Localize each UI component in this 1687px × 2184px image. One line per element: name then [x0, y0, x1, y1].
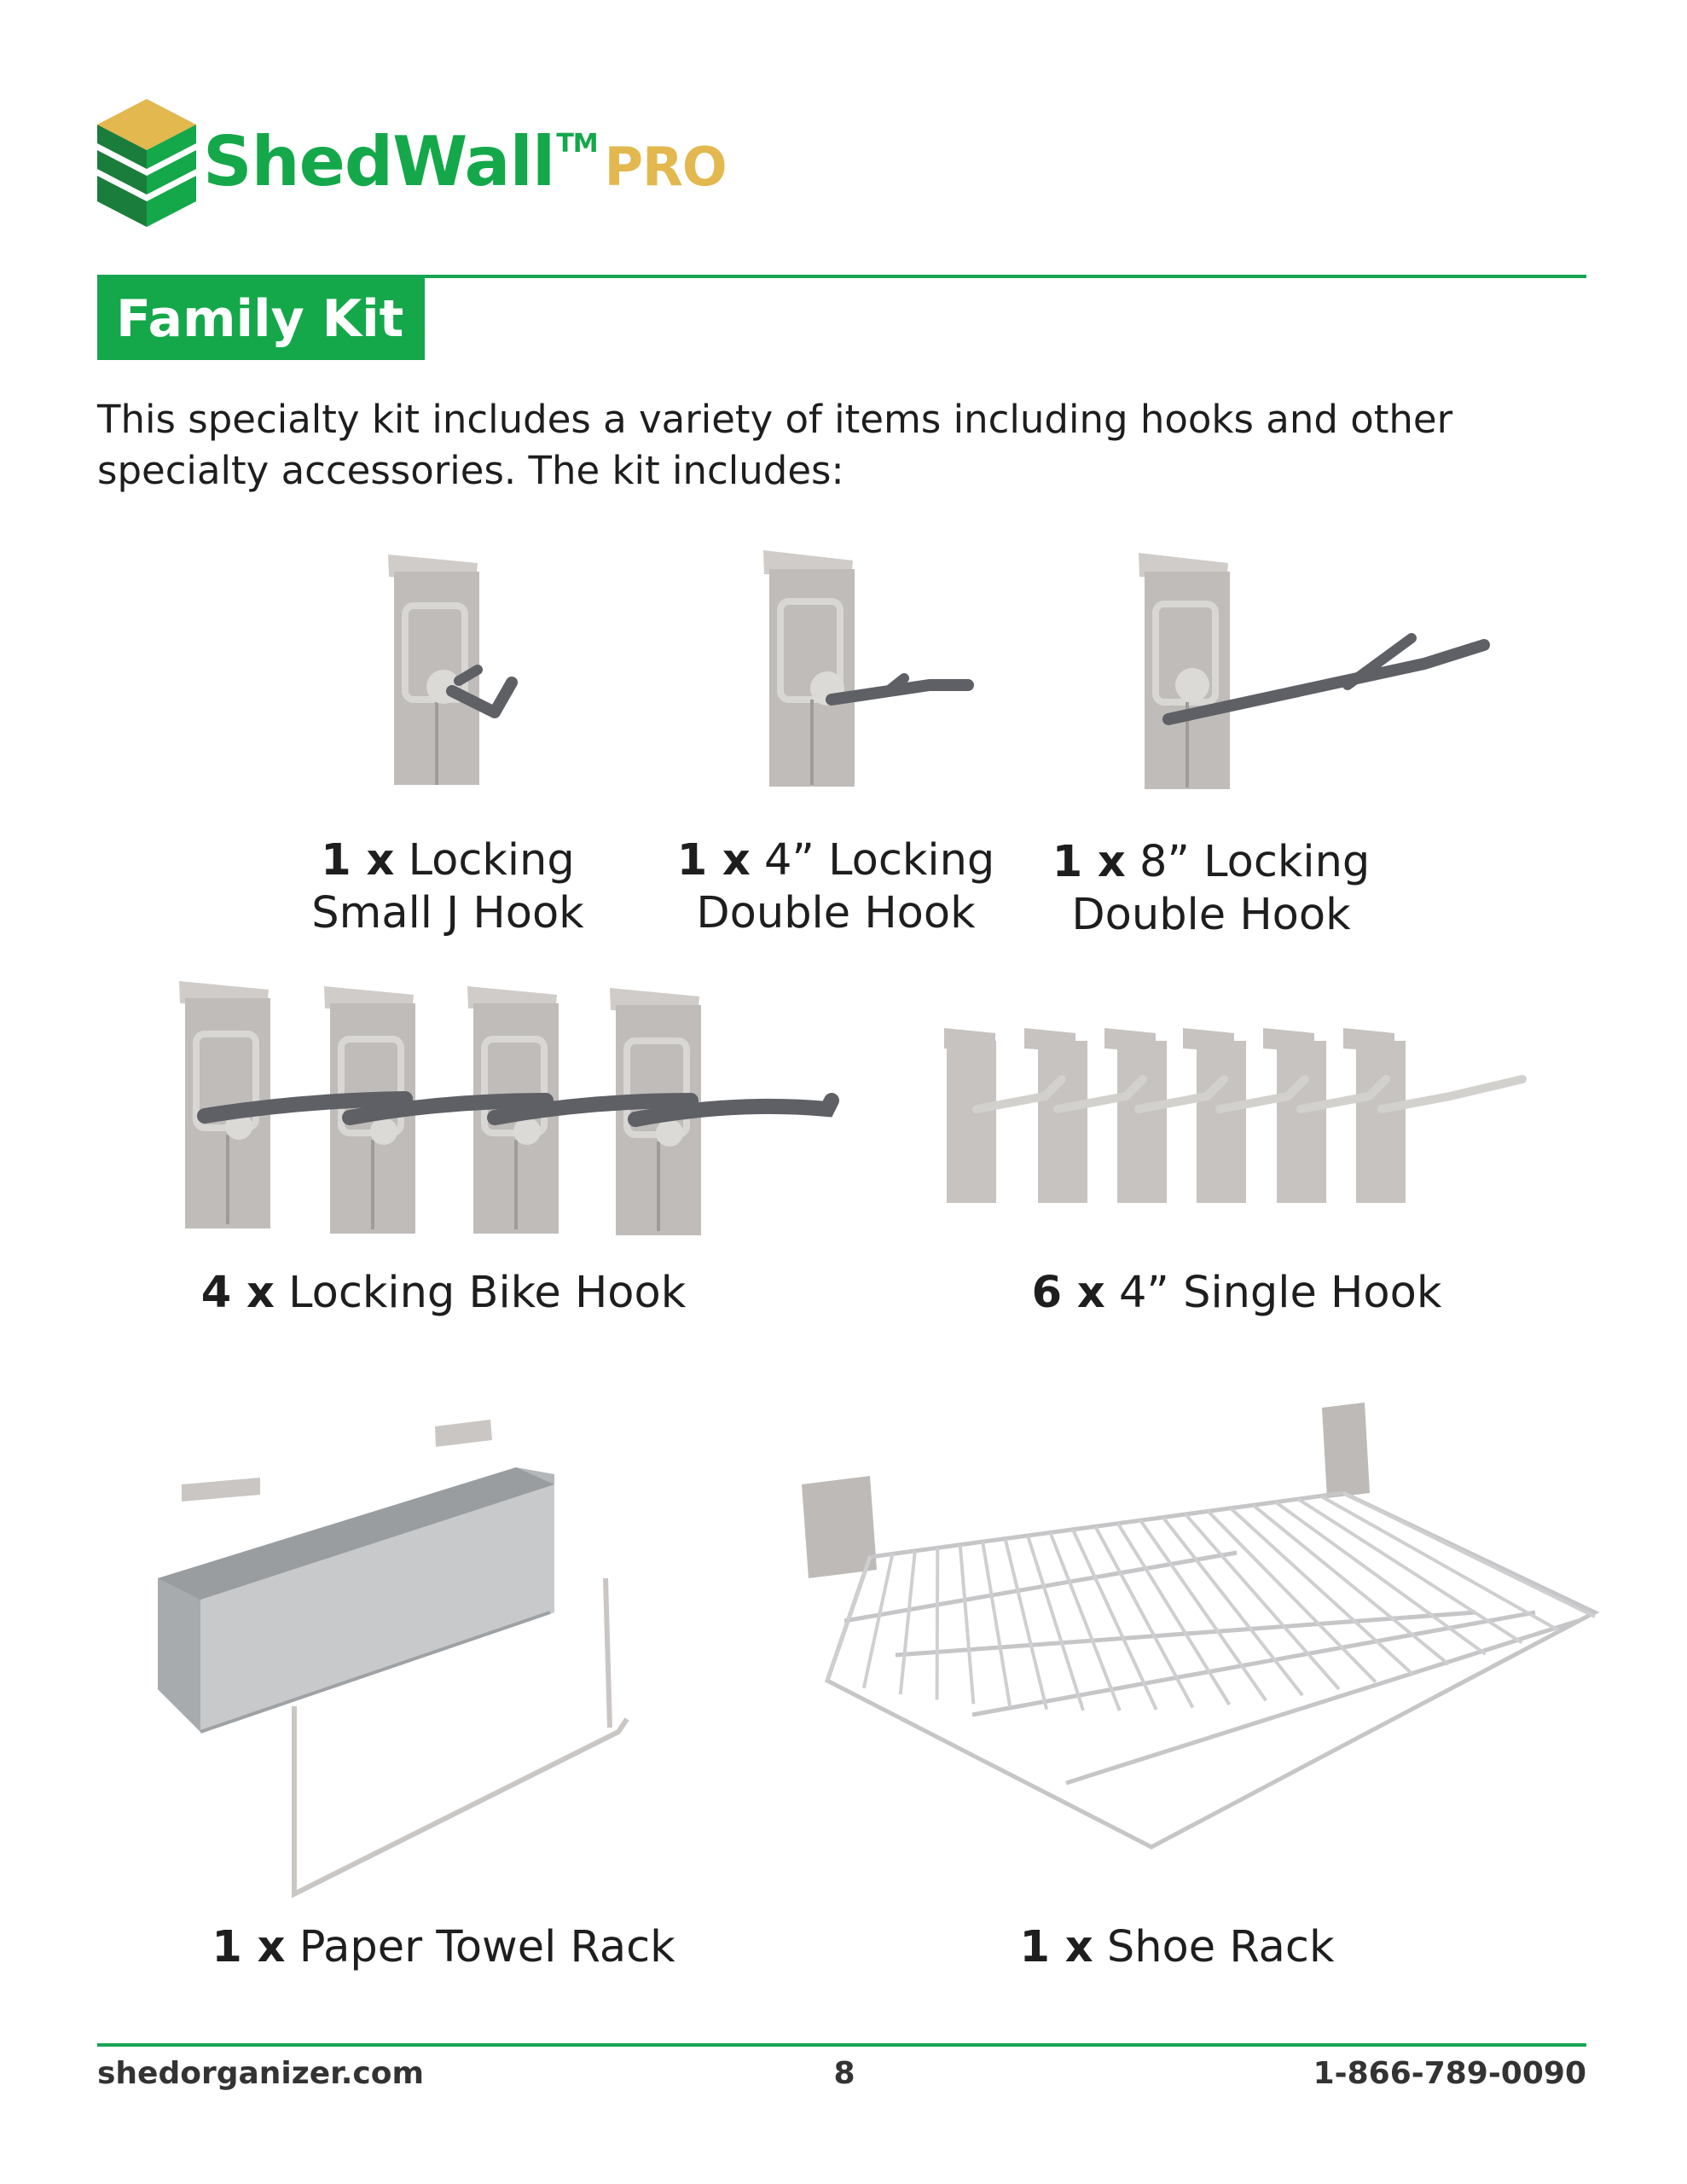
- item-label-8-inch-double-hook: 1 x 8” Locking Double Hook: [1023, 836, 1399, 942]
- item-name-line1: 8” Locking: [1139, 837, 1371, 887]
- item-name-line1: 4” Locking: [764, 835, 995, 886]
- bike-hooks-image: [179, 981, 839, 1235]
- header-rule: [97, 275, 1586, 278]
- 8-inch-double-hook-image: [1139, 553, 1490, 789]
- brand-tm: TM: [556, 129, 598, 159]
- item-qty: 1 x: [1019, 1922, 1093, 1972]
- shedwall-logo-icon: [97, 99, 196, 227]
- item-name-line2: Double Hook: [696, 888, 976, 938]
- footer-phone: 1-866-789-0090: [1313, 2056, 1586, 2091]
- single-hooks-image: [944, 1028, 1527, 1203]
- section-title: Family Kit: [97, 278, 425, 360]
- item-qty: 1 x: [1052, 837, 1126, 887]
- item-label-small-j-hook: 1 x Locking Small J Hook: [273, 834, 623, 940]
- shoe-rack-image: [802, 1403, 1600, 1850]
- footer-rule: [97, 2043, 1586, 2047]
- section-intro: This specialty kit includes a variety of…: [97, 397, 1453, 493]
- footer-page-number: 8: [833, 2056, 855, 2091]
- item-qty: 1 x: [212, 1922, 286, 1972]
- item-label-single-hook: 6 x 4” Single Hook: [981, 1267, 1493, 1320]
- item-name-line2: Double Hook: [1071, 890, 1351, 940]
- item-name: Shoe Rack: [1106, 1922, 1335, 1972]
- item-name-line2: Small J Hook: [311, 888, 584, 938]
- item-qty: 1 x: [676, 835, 751, 886]
- footer-website: shedorganizer.com: [97, 2056, 425, 2091]
- 4-inch-double-hook-image: [763, 550, 974, 787]
- item-qty: 1 x: [321, 835, 395, 886]
- item-name-line1: Locking: [408, 835, 575, 886]
- item-label-shoe-rack: 1 x Shoe Rack: [981, 1921, 1373, 1974]
- item-label-paper-towel-rack: 1 x Paper Towel Rack: [171, 1921, 716, 1974]
- paper-towel-rack-image: [158, 1420, 629, 1898]
- item-qty: 6 x: [1031, 1268, 1105, 1318]
- item-label-4-inch-double-hook: 1 x 4” Locking Double Hook: [648, 834, 1023, 940]
- item-name: Locking Bike Hook: [288, 1268, 687, 1318]
- item-name: 4” Single Hook: [1118, 1268, 1442, 1318]
- item-qty: 4 x: [200, 1268, 275, 1318]
- brand-name: ShedWall: [203, 122, 555, 201]
- item-label-bike-hook: 4 x Locking Bike Hook: [171, 1267, 716, 1320]
- brand-pro: PRO: [604, 136, 728, 198]
- small-j-hook-image: [388, 555, 518, 785]
- item-name: Paper Towel Rack: [299, 1922, 675, 1972]
